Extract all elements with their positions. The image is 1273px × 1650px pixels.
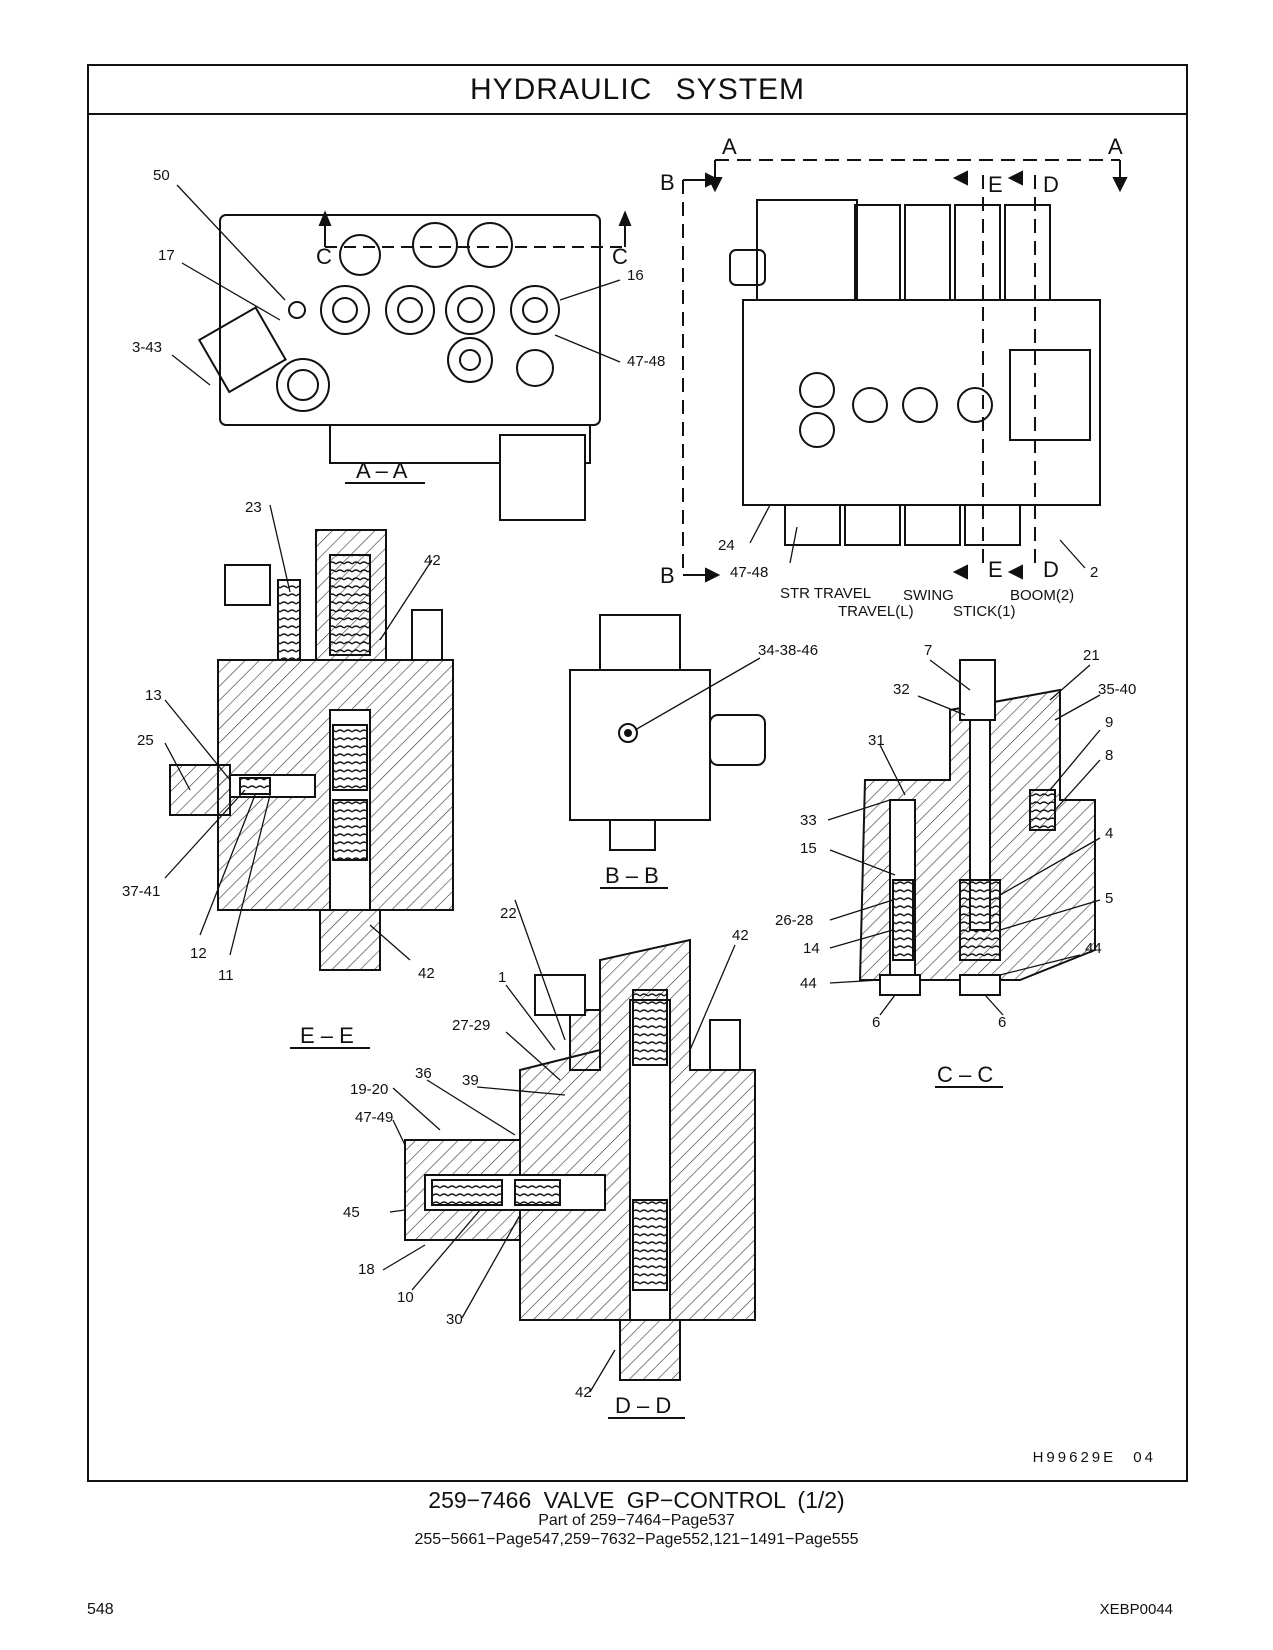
- callout-32: 32: [893, 681, 910, 698]
- callout-31: 31: [868, 732, 885, 749]
- callout-2: 2: [1090, 564, 1098, 581]
- caption-page-refs: 255−5661−Page547,259−7632−Page552,121−14…: [414, 1531, 859, 1548]
- cut-a-left: A: [722, 134, 737, 159]
- document-code: XEBP0044: [1099, 1601, 1173, 1618]
- view-bb: [569, 614, 766, 889]
- callout-25: 25: [137, 732, 154, 749]
- page-title: HYDRAULIC SYSTEM: [469, 73, 806, 106]
- callout-42-ee-bottom: 42: [418, 965, 435, 982]
- illustration-reference: H99629E 04: [1032, 1449, 1156, 1466]
- callout-47-48-aa: 47-48: [627, 353, 665, 370]
- callout-15: 15: [800, 840, 817, 857]
- cut-b-bottom: B: [660, 563, 675, 588]
- callout-12: 12: [190, 945, 207, 962]
- page-number: 548: [87, 1601, 114, 1618]
- view-top-right: [682, 159, 1128, 583]
- cut-e-bottom: E: [988, 557, 1003, 582]
- view-aa: [171, 184, 632, 521]
- callout-4: 4: [1105, 825, 1113, 842]
- view-ee-label: E – E: [300, 1023, 354, 1048]
- cut-b-top: B: [660, 170, 675, 195]
- callout-1: 1: [498, 969, 506, 986]
- view-aa-callouts: 50 17 3-43 16 47-48 C C A – A: [132, 167, 665, 483]
- cut-a-right: A: [1108, 134, 1123, 159]
- caption-part-title: 259−7466 VALVE GP−CONTROL (1/2): [428, 1487, 845, 1513]
- callout-19-20: 19-20: [350, 1081, 388, 1098]
- callout-18: 18: [358, 1261, 375, 1278]
- callout-27-29: 27-29: [452, 1017, 490, 1034]
- title-bar: HYDRAULIC SYSTEM: [89, 66, 1186, 115]
- callout-42-dd-top: 42: [732, 927, 749, 944]
- view-dd: [382, 899, 756, 1419]
- callout-30: 30: [446, 1311, 463, 1328]
- callout-6-right: 6: [998, 1014, 1006, 1031]
- callout-23: 23: [245, 499, 262, 516]
- callout-34-38-46: 34-38-46: [758, 642, 818, 659]
- view-ee-callouts: 23 42 13 25 37-41 12 11 42 E – E: [122, 499, 441, 1048]
- view-ee: [164, 504, 454, 1049]
- callout-14: 14: [803, 940, 820, 957]
- view-cc-callouts: 7 21 32 35-40 31 9 8 33 4 15 5 26-28 14 …: [775, 642, 1136, 1087]
- callout-17: 17: [158, 247, 175, 264]
- section-boom-2: BOOM(2): [1010, 587, 1074, 604]
- callout-11: 11: [218, 967, 234, 984]
- callout-39: 39: [462, 1072, 479, 1089]
- cut-e-top: E: [988, 172, 1003, 197]
- callout-22: 22: [500, 905, 517, 922]
- callout-44-left: 44: [800, 975, 817, 992]
- callout-33: 33: [800, 812, 817, 829]
- caption-part-of: Part of 259−7464−Page537: [538, 1512, 735, 1529]
- callout-45: 45: [343, 1204, 360, 1221]
- callout-42-dd-bottom: 42: [575, 1384, 592, 1401]
- callout-26-28: 26-28: [775, 912, 813, 929]
- callout-42-ee-top: 42: [424, 552, 441, 569]
- callout-36: 36: [415, 1065, 432, 1082]
- cut-d-bottom: D: [1043, 557, 1059, 582]
- callout-5: 5: [1105, 890, 1113, 907]
- callout-16: 16: [627, 267, 644, 284]
- callout-37-41: 37-41: [122, 883, 160, 900]
- view-dd-callouts: 22 42 1 27-29 36 39 19-20 47-49 45 18 10…: [343, 905, 749, 1418]
- callout-10: 10: [397, 1289, 414, 1306]
- callout-21: 21: [1083, 647, 1100, 664]
- view-aa-label: A – A: [356, 458, 408, 483]
- callout-9: 9: [1105, 714, 1113, 731]
- view-bb-label: B – B: [605, 863, 659, 888]
- callout-24: 24: [718, 537, 735, 554]
- section-swing: SWING: [903, 587, 954, 604]
- cut-d-top: D: [1043, 172, 1059, 197]
- drawing-frame: HYDRAULIC SYSTEM H99629E 04: [87, 64, 1188, 1482]
- callout-7: 7: [924, 642, 932, 659]
- view-dd-label: D – D: [615, 1393, 671, 1418]
- callout-35-40: 35-40: [1098, 681, 1136, 698]
- callout-50: 50: [153, 167, 170, 184]
- callout-44-right: 44: [1085, 940, 1102, 957]
- callout-47-49: 47-49: [355, 1109, 393, 1126]
- callout-47-48-tr: 47-48: [730, 564, 768, 581]
- callout-6-left: 6: [872, 1014, 880, 1031]
- cut-c-right: C: [612, 244, 628, 269]
- section-travel-l: TRAVEL(L): [838, 603, 914, 620]
- section-stick-1: STICK(1): [953, 603, 1016, 620]
- view-bb-text: 34-38-46 B – B: [605, 642, 818, 888]
- callout-8: 8: [1105, 747, 1113, 764]
- cut-c-left: C: [316, 244, 332, 269]
- callout-3-43: 3-43: [132, 339, 162, 356]
- view-top-right-text: A A B B E D E D 24 47-48 2 STR TRAVEL TR…: [660, 134, 1123, 620]
- callout-13: 13: [145, 687, 162, 704]
- view-cc-label: C – C: [937, 1062, 993, 1087]
- section-str-travel: STR TRAVEL: [780, 585, 871, 602]
- view-cc: [827, 659, 1101, 1088]
